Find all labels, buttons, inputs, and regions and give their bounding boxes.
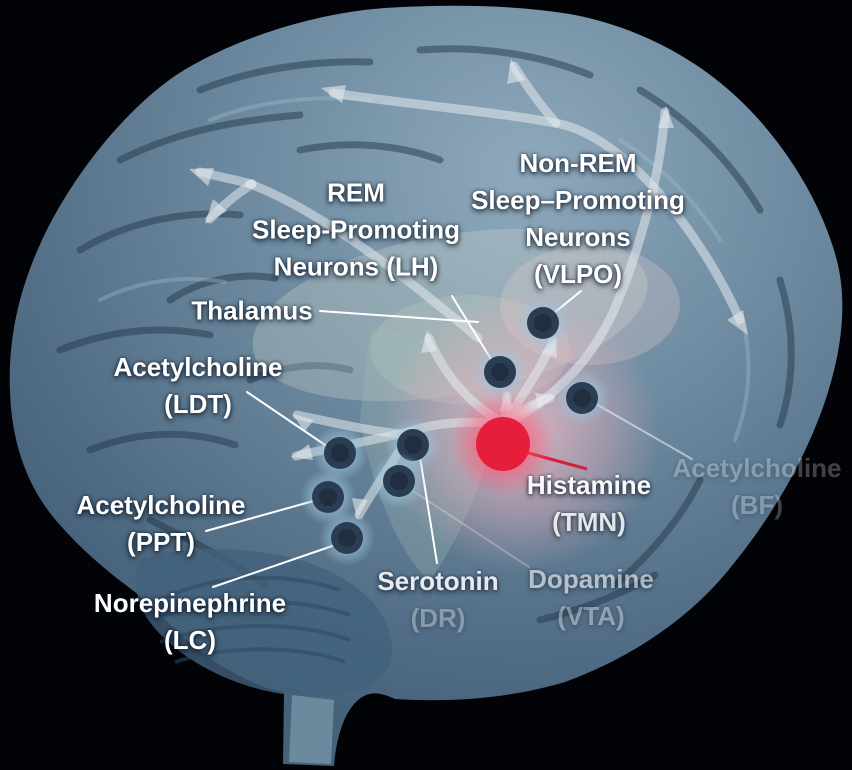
- arc-left-stem: [245, 179, 483, 343]
- neuron-node-tmn-highlighted: [451, 392, 555, 496]
- neuron-node-lh: [472, 344, 528, 400]
- fan-long-right: [505, 107, 670, 427]
- neuron-node-ldt: [312, 425, 368, 481]
- neuron-node-lc: [319, 510, 375, 566]
- neuron-node-vta: [371, 453, 427, 509]
- cortex-sulci: [56, 45, 795, 624]
- line-thalamus: [319, 310, 479, 323]
- line-vta: [412, 490, 530, 568]
- label-pointer-lines: [205, 290, 693, 588]
- neuron-nodes: [300, 295, 610, 566]
- neuron-node-vlpo: [515, 295, 571, 351]
- line-bf: [595, 403, 693, 460]
- neuron-node-bf: [554, 370, 610, 426]
- line-lc: [212, 543, 339, 588]
- line-ppt: [205, 499, 318, 532]
- cerebellum-folds: [149, 575, 351, 664]
- spinal-cord: [289, 695, 334, 764]
- brain-body: [9, 5, 843, 767]
